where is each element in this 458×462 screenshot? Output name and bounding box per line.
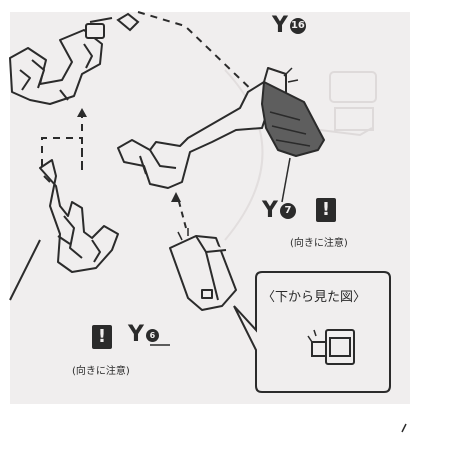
y16-number-badge: 16 [289, 18, 306, 34]
y6-caution-icon: ! [92, 325, 112, 349]
y6-number-badge: 6 [145, 328, 159, 342]
y6-letter: Y [128, 322, 144, 347]
arrow-head-up [77, 108, 87, 117]
knee-part [39, 159, 119, 273]
upper-leg-assembly [9, 23, 105, 105]
top-connector [89, 12, 140, 32]
y7-caution-text: (向きに注意) [290, 238, 348, 249]
arrow-head-y6 [171, 192, 181, 202]
leader-line-y7 [281, 157, 291, 203]
edge-mark [401, 423, 407, 433]
y16-letter: Y [272, 13, 288, 38]
leader-line-left [9, 239, 41, 301]
y7-number-badge: 7 [279, 203, 296, 219]
motion-marks-y6 [177, 228, 189, 241]
motion-marks [283, 67, 299, 83]
y7-caution-icon: ! [316, 198, 336, 222]
bottom-view-title: 〈下から見た図〉 [262, 290, 367, 305]
bottom-view-part [307, 329, 355, 365]
background-bleed [319, 71, 377, 137]
dashed-guide-y6 [177, 197, 187, 229]
y16-part [117, 67, 325, 189]
dashed-guide-loop [41, 137, 83, 168]
dashed-guide-top [137, 11, 259, 97]
y7-letter: Y [262, 198, 278, 223]
background-arc [224, 69, 264, 241]
y6-caution-text: (向きに注意) [72, 366, 130, 377]
y6-part [169, 235, 237, 311]
